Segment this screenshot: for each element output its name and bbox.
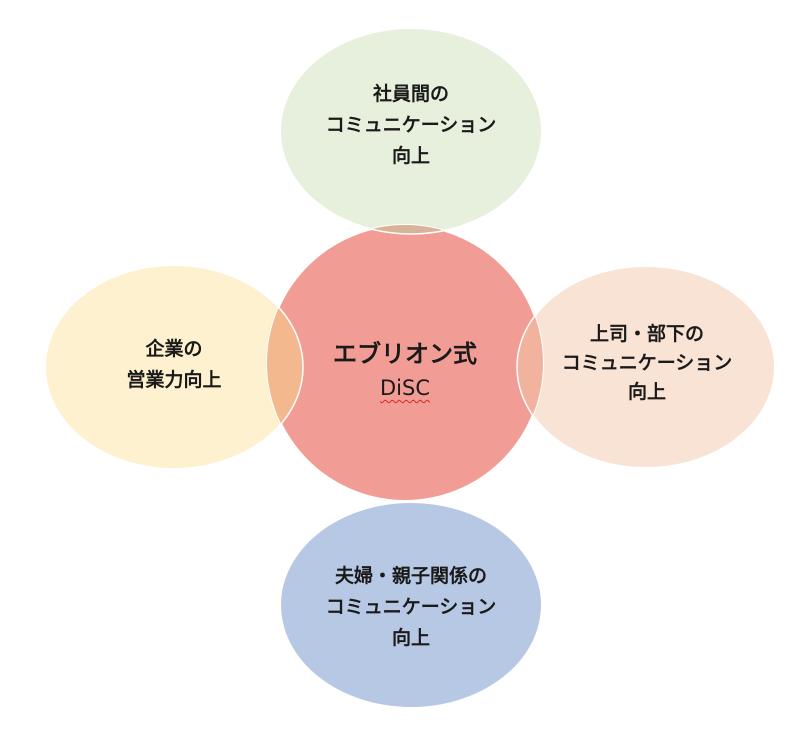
label-bottom: 夫婦・親子関係の コミュニケーション 向上 — [300, 561, 522, 654]
label-top-line2: コミュニケーション — [325, 114, 497, 136]
label-right-line1: 上司・部下の — [589, 323, 704, 345]
label-left: 企業の 営業力向上 — [78, 334, 270, 396]
label-center: エブリオン式 DiSC — [305, 337, 505, 405]
label-top: 社員間の コミュニケーション 向上 — [300, 79, 522, 172]
label-bottom-line1: 夫婦・親子関係の — [334, 565, 487, 587]
label-bottom-line2: コミュニケーション — [325, 596, 497, 618]
label-right-line3: 向上 — [627, 381, 666, 403]
center-title: エブリオン式 — [333, 340, 477, 368]
label-right-line2: コミュニケーション — [561, 352, 733, 374]
label-left-line1: 企業の — [145, 338, 203, 360]
label-left-line2: 営業力向上 — [126, 369, 222, 391]
label-bottom-line3: 向上 — [391, 627, 430, 649]
label-right: 上司・部下の コミュニケーション 向上 — [537, 320, 757, 407]
center-subtitle: DiSC — [380, 376, 430, 400]
label-top-line3: 向上 — [391, 145, 430, 167]
label-top-line1: 社員間の — [372, 83, 449, 105]
